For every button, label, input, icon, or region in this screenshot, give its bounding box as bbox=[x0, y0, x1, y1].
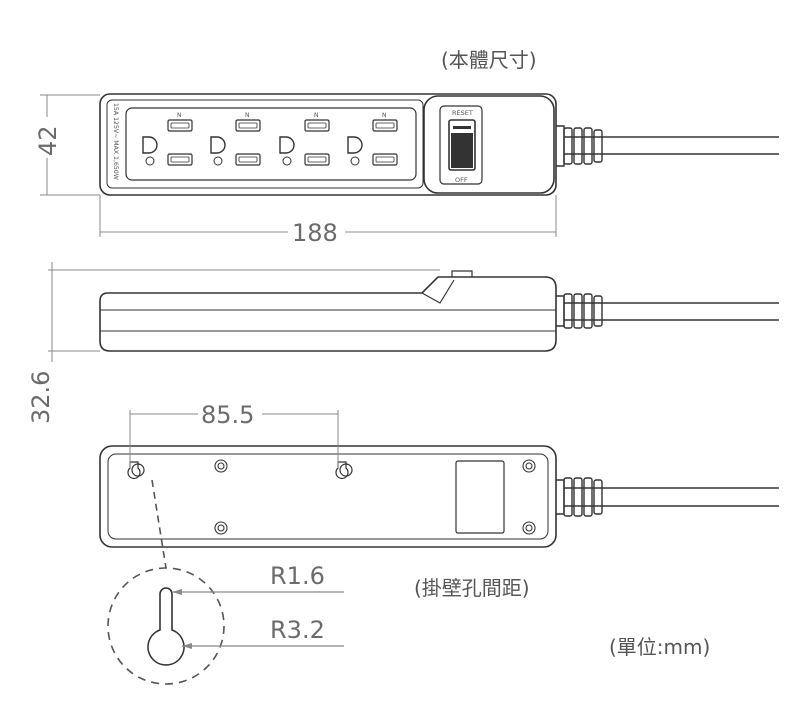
detail-leader bbox=[151, 479, 167, 569]
reset-indicator bbox=[453, 126, 471, 129]
outlet-1 bbox=[142, 119, 193, 166]
switch-reset-label: RESET bbox=[452, 109, 473, 117]
bottom-view-inner bbox=[107, 453, 549, 540]
outlet-3 bbox=[279, 119, 330, 166]
side-view-body bbox=[99, 276, 557, 352]
rating-text: 15A 125V~ MAX 1,650W bbox=[112, 103, 119, 180]
outlet-2-mark: N bbox=[245, 112, 250, 119]
unit-caption: (單位:mm) bbox=[609, 635, 710, 659]
screw-holes bbox=[214, 459, 536, 535]
keyhole-detail bbox=[107, 479, 344, 685]
dim-height-label: 42 bbox=[34, 125, 62, 156]
top-view-body bbox=[99, 93, 557, 196]
outlet-4-mark: N bbox=[382, 112, 387, 119]
hang-hole-right bbox=[335, 461, 349, 479]
dim-length-label: 188 bbox=[292, 219, 338, 247]
side-view-cord bbox=[556, 293, 779, 329]
switch-off-label: OFF bbox=[455, 176, 468, 184]
label-area bbox=[455, 460, 505, 534]
side-view bbox=[99, 270, 779, 352]
bottom-view-body bbox=[99, 445, 557, 548]
dim-small-radius-label: R1.6 bbox=[270, 562, 325, 590]
bottom-view bbox=[99, 445, 779, 548]
outlet-1-mark: N bbox=[177, 112, 182, 119]
bottom-view-cord bbox=[556, 477, 779, 517]
dim-hole-spacing-label: 85.5 bbox=[201, 401, 254, 429]
top-view-cord bbox=[556, 125, 779, 167]
rocker-switch-face bbox=[451, 133, 473, 168]
body-size-caption: (本體尺寸) bbox=[441, 48, 537, 72]
outlet-3-mark: N bbox=[314, 112, 319, 119]
outlet-panel bbox=[125, 107, 417, 181]
hang-hole-left bbox=[127, 461, 141, 479]
hang-hole-caption: (掛壁孔間距) bbox=[414, 576, 530, 600]
outlet-2 bbox=[210, 119, 261, 166]
outlet-4 bbox=[347, 119, 398, 166]
switch-panel bbox=[439, 105, 483, 185]
detail-circle bbox=[107, 567, 225, 685]
dim-large-radius-label: R3.2 bbox=[270, 616, 325, 644]
side-view-switch bbox=[451, 270, 473, 277]
dimension-lines bbox=[40, 94, 557, 468]
switch-housing bbox=[423, 95, 555, 194]
detail-keyhole bbox=[147, 587, 185, 666]
top-view bbox=[99, 93, 779, 196]
dim-thickness-label: 32.6 bbox=[27, 371, 55, 424]
top-view-inner-frame bbox=[106, 99, 424, 189]
